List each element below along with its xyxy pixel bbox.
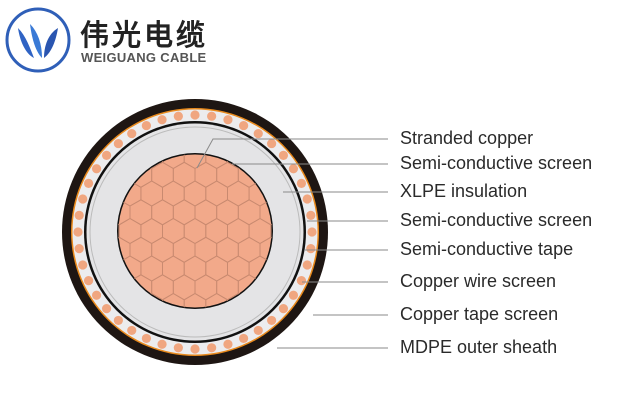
copper-wire (173, 111, 183, 121)
copper-wire (223, 339, 233, 349)
copper-wire (83, 276, 94, 286)
layer-label: Semi-conductive tape (400, 239, 574, 259)
copper-wire (101, 304, 112, 314)
semi-conductive-screen-outer (89, 126, 301, 338)
copper-wire (141, 120, 151, 131)
copper-wire (253, 325, 263, 336)
copper-wire (288, 164, 299, 174)
brand-logo (5, 7, 71, 73)
layer-label: Semi-conductive screen (400, 153, 593, 173)
copper-wire (83, 178, 94, 188)
copper-wire (278, 150, 289, 160)
copper-wire (73, 227, 83, 237)
copper-wire (306, 210, 316, 220)
brand-name-english: WEIGUANG CABLE (81, 50, 207, 65)
copper-wire (74, 244, 84, 254)
copper-wire (157, 115, 167, 125)
copper-wire (190, 344, 200, 354)
copper-wire (239, 120, 249, 131)
copper-wire (207, 111, 217, 121)
copper-strand (270, 217, 272, 245)
copper-wire (307, 227, 317, 237)
copper-wire (278, 304, 289, 314)
copper-wire (239, 333, 249, 344)
copper-wire (267, 315, 277, 326)
copper-wire (296, 178, 307, 188)
layer-label: Stranded copper (400, 128, 534, 148)
layer-label: XLPE insulation (400, 181, 528, 201)
copper-wire (127, 128, 137, 139)
copper-core-fill (118, 154, 272, 308)
copper-wire (113, 138, 123, 149)
copper-wire (302, 260, 312, 270)
leader-lines (196, 138, 388, 349)
layer-label: Copper wire screen (400, 271, 557, 291)
copper-wire (78, 260, 88, 270)
brand-name-chinese: 伟光电缆 (80, 18, 209, 52)
copper-wire (157, 339, 167, 349)
copper-wire (101, 150, 112, 160)
copper-wire (173, 343, 183, 353)
layer-label: Semi-conductive screen (400, 210, 593, 230)
leader-line (196, 138, 388, 169)
layer-label: MDPE outer sheath (400, 337, 558, 357)
copper-wire (78, 194, 88, 204)
copper-wire (127, 325, 137, 336)
copper-wire (141, 333, 151, 344)
copper-wire (267, 138, 277, 149)
copper-wire (296, 276, 307, 286)
copper-wire (253, 128, 263, 139)
copper-wire (223, 115, 233, 125)
copper-wire (190, 110, 200, 120)
copper-wire (91, 164, 102, 174)
copper-wire (207, 343, 217, 353)
layer-label: Copper tape screen (400, 304, 559, 324)
copper-wire (302, 194, 312, 204)
copper-wire (74, 210, 84, 220)
copper-wires (73, 110, 317, 354)
copper-wire (91, 290, 102, 300)
copper-wire (288, 290, 299, 300)
copper-wire (306, 244, 316, 254)
copper-wire (113, 315, 123, 326)
